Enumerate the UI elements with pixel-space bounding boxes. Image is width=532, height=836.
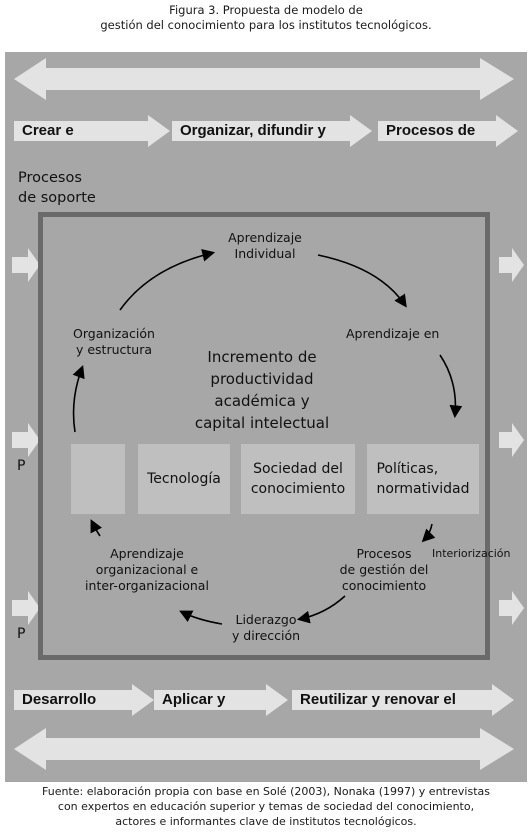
pillar-politicas: Políticas, normatividad <box>367 444 479 514</box>
side-label-p: P <box>17 626 26 642</box>
label-line: y estructura <box>75 342 153 357</box>
process-arrow-crear: Crear e <box>14 121 148 141</box>
label-line: conocimiento <box>341 578 427 593</box>
knowledge-cycle-frame <box>38 212 490 660</box>
figure-title-line: gestión del conocimiento para los instit… <box>100 18 432 32</box>
process-arrow-tip <box>148 115 170 147</box>
cycle-arrow-right-down <box>439 354 463 419</box>
pillar-label: Tecnología <box>147 471 221 487</box>
label-line: Procesos <box>356 546 412 561</box>
label-aprendizaje-organizacional: Aprendizaje organizacional e inter-organ… <box>80 546 214 594</box>
bottom-double-arrow <box>14 728 514 770</box>
process-arrow-label: Procesos de <box>386 122 476 139</box>
label-line: organizacional e <box>95 562 199 577</box>
center-line: capital intelectual <box>194 414 330 432</box>
pillar-line: normatividad <box>376 481 470 497</box>
cycle-arrow-to-organizacional <box>179 610 223 625</box>
pillar-line: conocimiento <box>250 481 346 497</box>
label-interiorizacion: Interiorización <box>432 547 511 560</box>
label-line: Liderazgo <box>235 612 297 627</box>
label-line: de gestión del <box>339 562 429 577</box>
source-line: Fuente: elaboración propia con base en S… <box>42 785 490 798</box>
figure-title-line: Figura 3. Propuesta de modelo de <box>169 3 363 17</box>
label-procesos-gestion: Procesos de gestión del conocimiento <box>336 546 432 594</box>
center-line: académica y <box>214 392 310 410</box>
label-line: y dirección <box>231 628 301 643</box>
process-arrow-organizar: Organizar, difundir y <box>172 121 350 141</box>
center-goal: Incremento de productividad académica y … <box>192 346 332 434</box>
process-arrow-label: Reutilizar y renovar el <box>300 691 456 708</box>
label-line: Individual <box>234 246 296 261</box>
process-arrow-tip <box>132 684 154 716</box>
side-label-p: P <box>17 458 26 474</box>
process-arrow-label: Crear e <box>22 122 74 139</box>
process-arrow-tip <box>266 684 288 716</box>
pillar-tecnologia: Tecnología <box>138 444 230 514</box>
label-aprendizaje-en: Aprendizaje en <box>346 326 440 341</box>
process-arrow-aplicar: Aplicar y <box>154 690 266 710</box>
cycle-arrow-individual <box>119 249 216 311</box>
support-line: Procesos <box>18 170 82 186</box>
process-arrow-tip <box>496 115 518 147</box>
side-arrow-left-1 <box>12 248 40 282</box>
label-line: Aprendizaje <box>110 546 184 561</box>
side-arrow-left-3 <box>12 591 40 625</box>
process-arrow-label: Desarrollo <box>22 691 97 708</box>
top-double-arrow <box>14 58 514 100</box>
process-arrow-label: Aplicar y <box>162 691 226 708</box>
pillar-sociedad: Sociedad del conocimiento <box>241 444 355 514</box>
cycle-arrow-to-procesos <box>421 523 436 543</box>
side-arrow-left-2 <box>12 423 40 457</box>
cycle-arrow-aprendizaje-en <box>317 254 407 308</box>
side-arrow-right-3 <box>499 591 524 625</box>
center-line: Incremento de <box>207 348 317 366</box>
pillar-line: Políticas, <box>376 461 439 477</box>
label-line: Aprendizaje <box>228 230 302 245</box>
cycle-arrow-up-to-organizacion <box>72 365 85 433</box>
label-line: Organización <box>73 326 155 341</box>
label-organizacion-estructura: Organización y estructura <box>66 326 162 358</box>
pillar-empty <box>71 444 125 514</box>
label-liderazgo: Liderazgo y dirección <box>226 612 306 644</box>
pillar-label: Políticas, normatividad <box>376 459 469 499</box>
figure-title: Figura 3. Propuesta de modelo de gestión… <box>0 3 532 33</box>
label-line: inter-organizacional <box>85 578 209 593</box>
process-arrow-label: Organizar, difundir y <box>180 122 326 139</box>
source-line: actores e informantes clave de instituto… <box>115 815 417 828</box>
process-arrow-procesos: Procesos de <box>378 121 496 141</box>
center-line: productividad <box>210 370 314 388</box>
cycle-arrow-up-left <box>90 519 103 537</box>
process-arrow-tip <box>492 684 514 716</box>
side-arrow-right-1 <box>499 248 524 282</box>
process-arrow-desarrollo: Desarrollo <box>14 690 132 710</box>
figure-source: Fuente: elaboración propia con base en S… <box>0 784 532 829</box>
process-arrow-tip <box>350 115 372 147</box>
label-aprendizaje-individual: Aprendizaje Individual <box>215 230 315 262</box>
process-arrow-reutilizar: Reutilizar y renovar el <box>292 690 492 710</box>
side-arrow-right-2 <box>499 423 524 457</box>
pillar-label: Sociedad del conocimiento <box>251 459 345 499</box>
support-processes-label: Procesos de soporte <box>18 168 96 208</box>
source-line: con expertos en educación superior y tem… <box>57 800 475 813</box>
cycle-arrow-to-liderazgo <box>296 595 346 624</box>
support-line: de soporte <box>18 190 96 206</box>
pillar-line: Sociedad del <box>253 461 343 477</box>
